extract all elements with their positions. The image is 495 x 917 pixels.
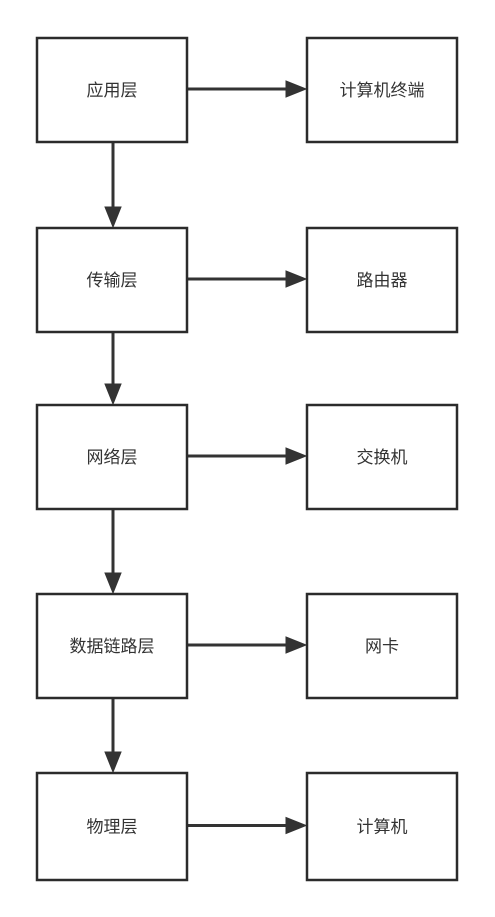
- device-box: [305, 771, 459, 882]
- edges: [104, 80, 308, 835]
- edge-transport-to-router: [187, 270, 308, 288]
- device-box: [305, 36, 459, 144]
- device-box: [305, 403, 459, 511]
- layer-box: [35, 592, 189, 700]
- arrow-head-icon: [285, 270, 308, 288]
- device-box: [305, 592, 459, 700]
- edge-datalink-to-physical: [104, 698, 122, 774]
- arrow-head-icon: [285, 447, 308, 465]
- arrow-head-icon: [285, 816, 308, 835]
- layer-box: [35, 36, 189, 144]
- layer-label: 网络层: [87, 448, 138, 468]
- layer-box: [35, 226, 189, 334]
- edge-network-to-datalink: [104, 509, 122, 595]
- layer-node-physical: 物理层: [35, 771, 189, 882]
- device-box: [305, 226, 459, 334]
- device-label: 路由器: [357, 271, 408, 291]
- device-node-switch: 交换机: [305, 403, 459, 511]
- arrow-head-icon: [285, 636, 308, 654]
- device-label: 计算机终端: [340, 81, 425, 101]
- device-node-terminal: 计算机终端: [305, 36, 459, 144]
- device-label: 交换机: [357, 448, 408, 468]
- layer-label: 应用层: [87, 81, 138, 101]
- edge-application-to-terminal: [187, 80, 308, 98]
- layer-box: [35, 403, 189, 511]
- edge-datalink-to-nic: [187, 636, 308, 654]
- layer-node-datalink: 数据链路层: [35, 592, 189, 700]
- arrow-head-icon: [104, 206, 122, 229]
- layer-box: [35, 771, 189, 882]
- edge-application-to-transport: [104, 142, 122, 229]
- layer-node-transport: 传输层: [35, 226, 189, 334]
- device-label: 网卡: [365, 637, 399, 657]
- device-label: 计算机: [357, 818, 408, 838]
- device-node-nic: 网卡: [305, 592, 459, 700]
- edge-physical-to-computer: [187, 816, 308, 835]
- layer-node-application: 应用层: [35, 36, 189, 144]
- edge-network-to-switch: [187, 447, 308, 465]
- edge-transport-to-network: [104, 332, 122, 406]
- device-node-computer: 计算机: [305, 771, 459, 882]
- device-node-router: 路由器: [305, 226, 459, 334]
- arrow-head-icon: [285, 80, 308, 98]
- arrow-head-icon: [104, 572, 122, 595]
- layer-label: 物理层: [87, 818, 138, 838]
- layer-node-network: 网络层: [35, 403, 189, 511]
- arrow-head-icon: [104, 751, 122, 774]
- layer-label: 传输层: [87, 271, 138, 291]
- arrow-head-icon: [104, 383, 122, 406]
- layer-label: 数据链路层: [70, 637, 155, 657]
